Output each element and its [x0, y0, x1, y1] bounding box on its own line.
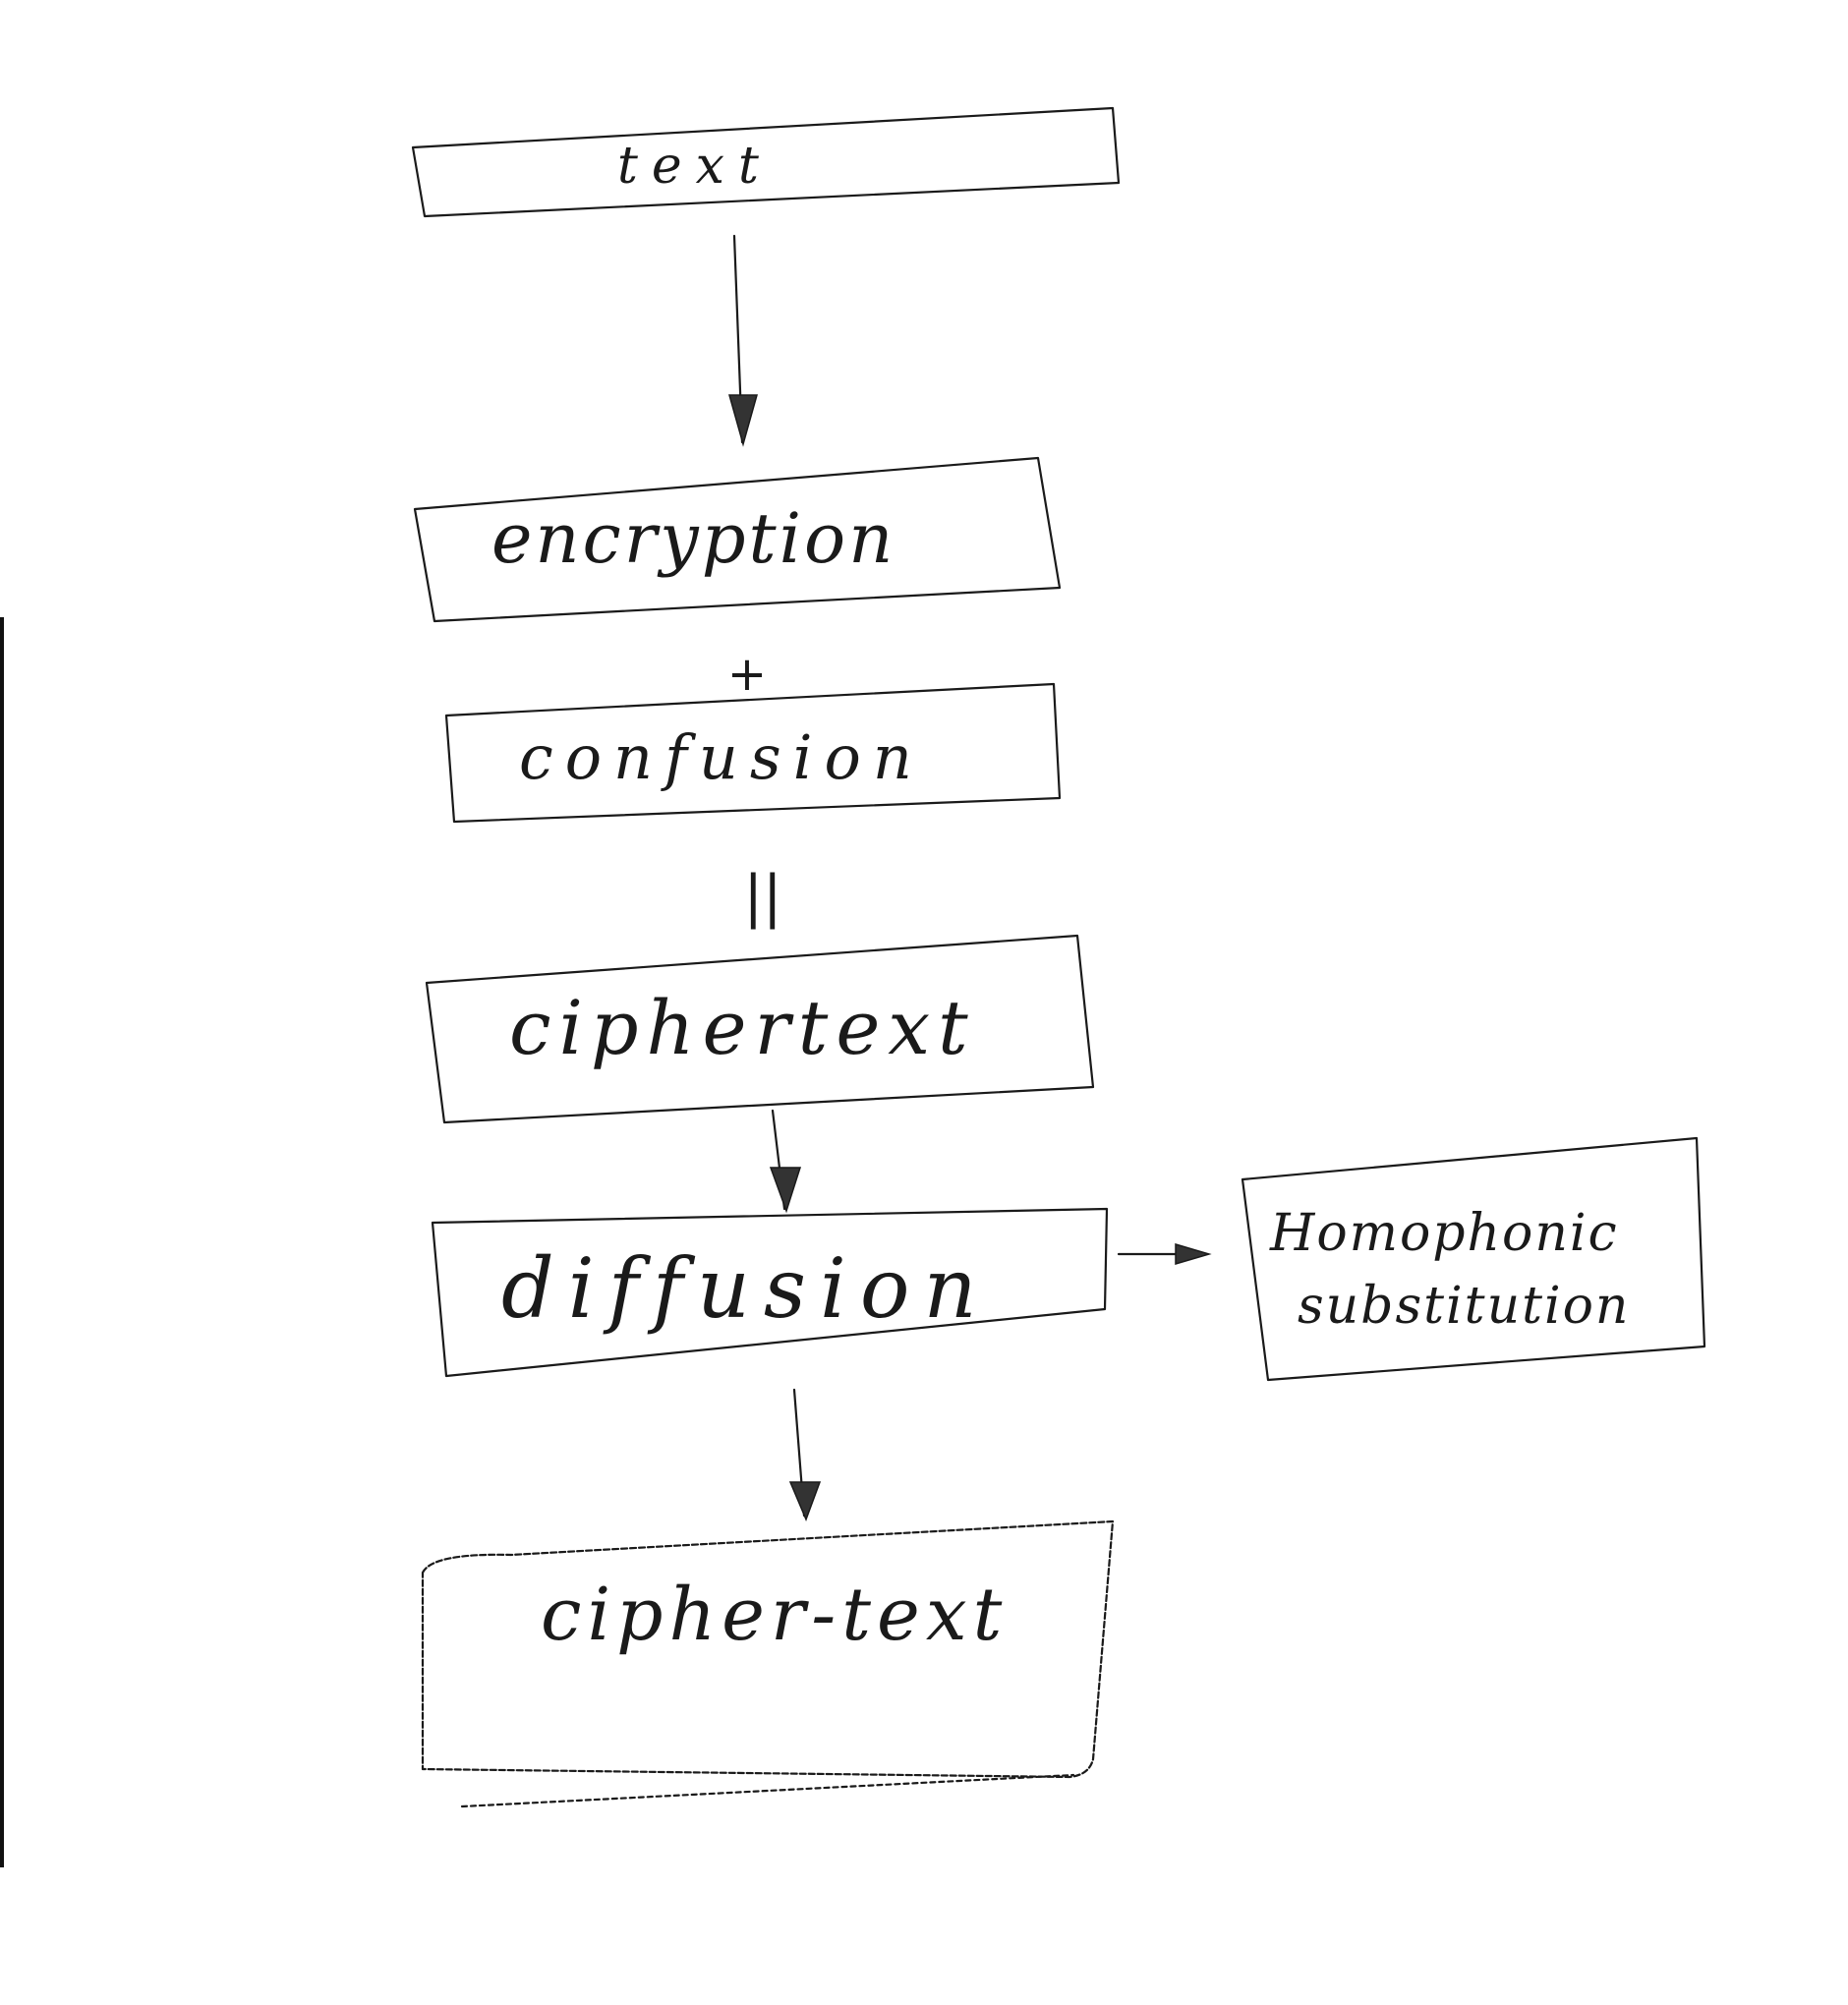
plus-connector: +	[727, 647, 767, 702]
node-encryption-label: encryption	[491, 498, 895, 579]
node-confusion-box	[444, 682, 1062, 824]
node-homophonic-substitution: Homophonic substitution	[1241, 1136, 1706, 1382]
node-diffusion-box	[431, 1207, 1109, 1378]
arrow-diffusion-to-ciphertext	[788, 1388, 822, 1522]
node-ciphertext-1: ciphertext	[425, 934, 1095, 1124]
node-ciphertext-2-label: cipher-text	[541, 1573, 1008, 1657]
arrow-head	[1175, 1242, 1212, 1266]
node-diffusion: diffusion	[431, 1207, 1109, 1378]
node-confusion-label: confusion	[519, 721, 924, 793]
arrow-head	[728, 394, 758, 447]
node-ciphertext-2-box	[421, 1519, 1115, 1779]
node-encryption-box	[413, 456, 1062, 623]
node-ciphertext-1-box	[425, 934, 1095, 1124]
node-encryption: encryption	[413, 456, 1062, 623]
arrow-diffusion-to-homophonic	[1117, 1242, 1212, 1266]
equals-connector: ||	[743, 863, 781, 930]
arrow-text-to-encryption	[728, 234, 758, 447]
node-diffusion-label: diffusion	[501, 1240, 991, 1337]
node-text-label: text	[617, 137, 773, 196]
node-homophonic-label-line2: substitution	[1298, 1277, 1630, 1336]
node-text: text	[411, 106, 1121, 218]
arrow-head	[788, 1481, 822, 1522]
arrow-ciphertext-to-diffusion	[769, 1109, 802, 1214]
node-ciphertext-2-underline	[460, 1773, 1075, 1808]
node-homophonic-label-line1: Homophonic	[1269, 1204, 1619, 1263]
node-ciphertext-1-label: ciphertext	[509, 984, 976, 1071]
node-confusion: confusion	[444, 682, 1062, 824]
arrow-head	[769, 1167, 802, 1214]
node-ciphertext-2: cipher-text	[421, 1519, 1115, 1808]
node-text-box	[411, 106, 1121, 218]
node-homophonic-box	[1241, 1136, 1706, 1382]
